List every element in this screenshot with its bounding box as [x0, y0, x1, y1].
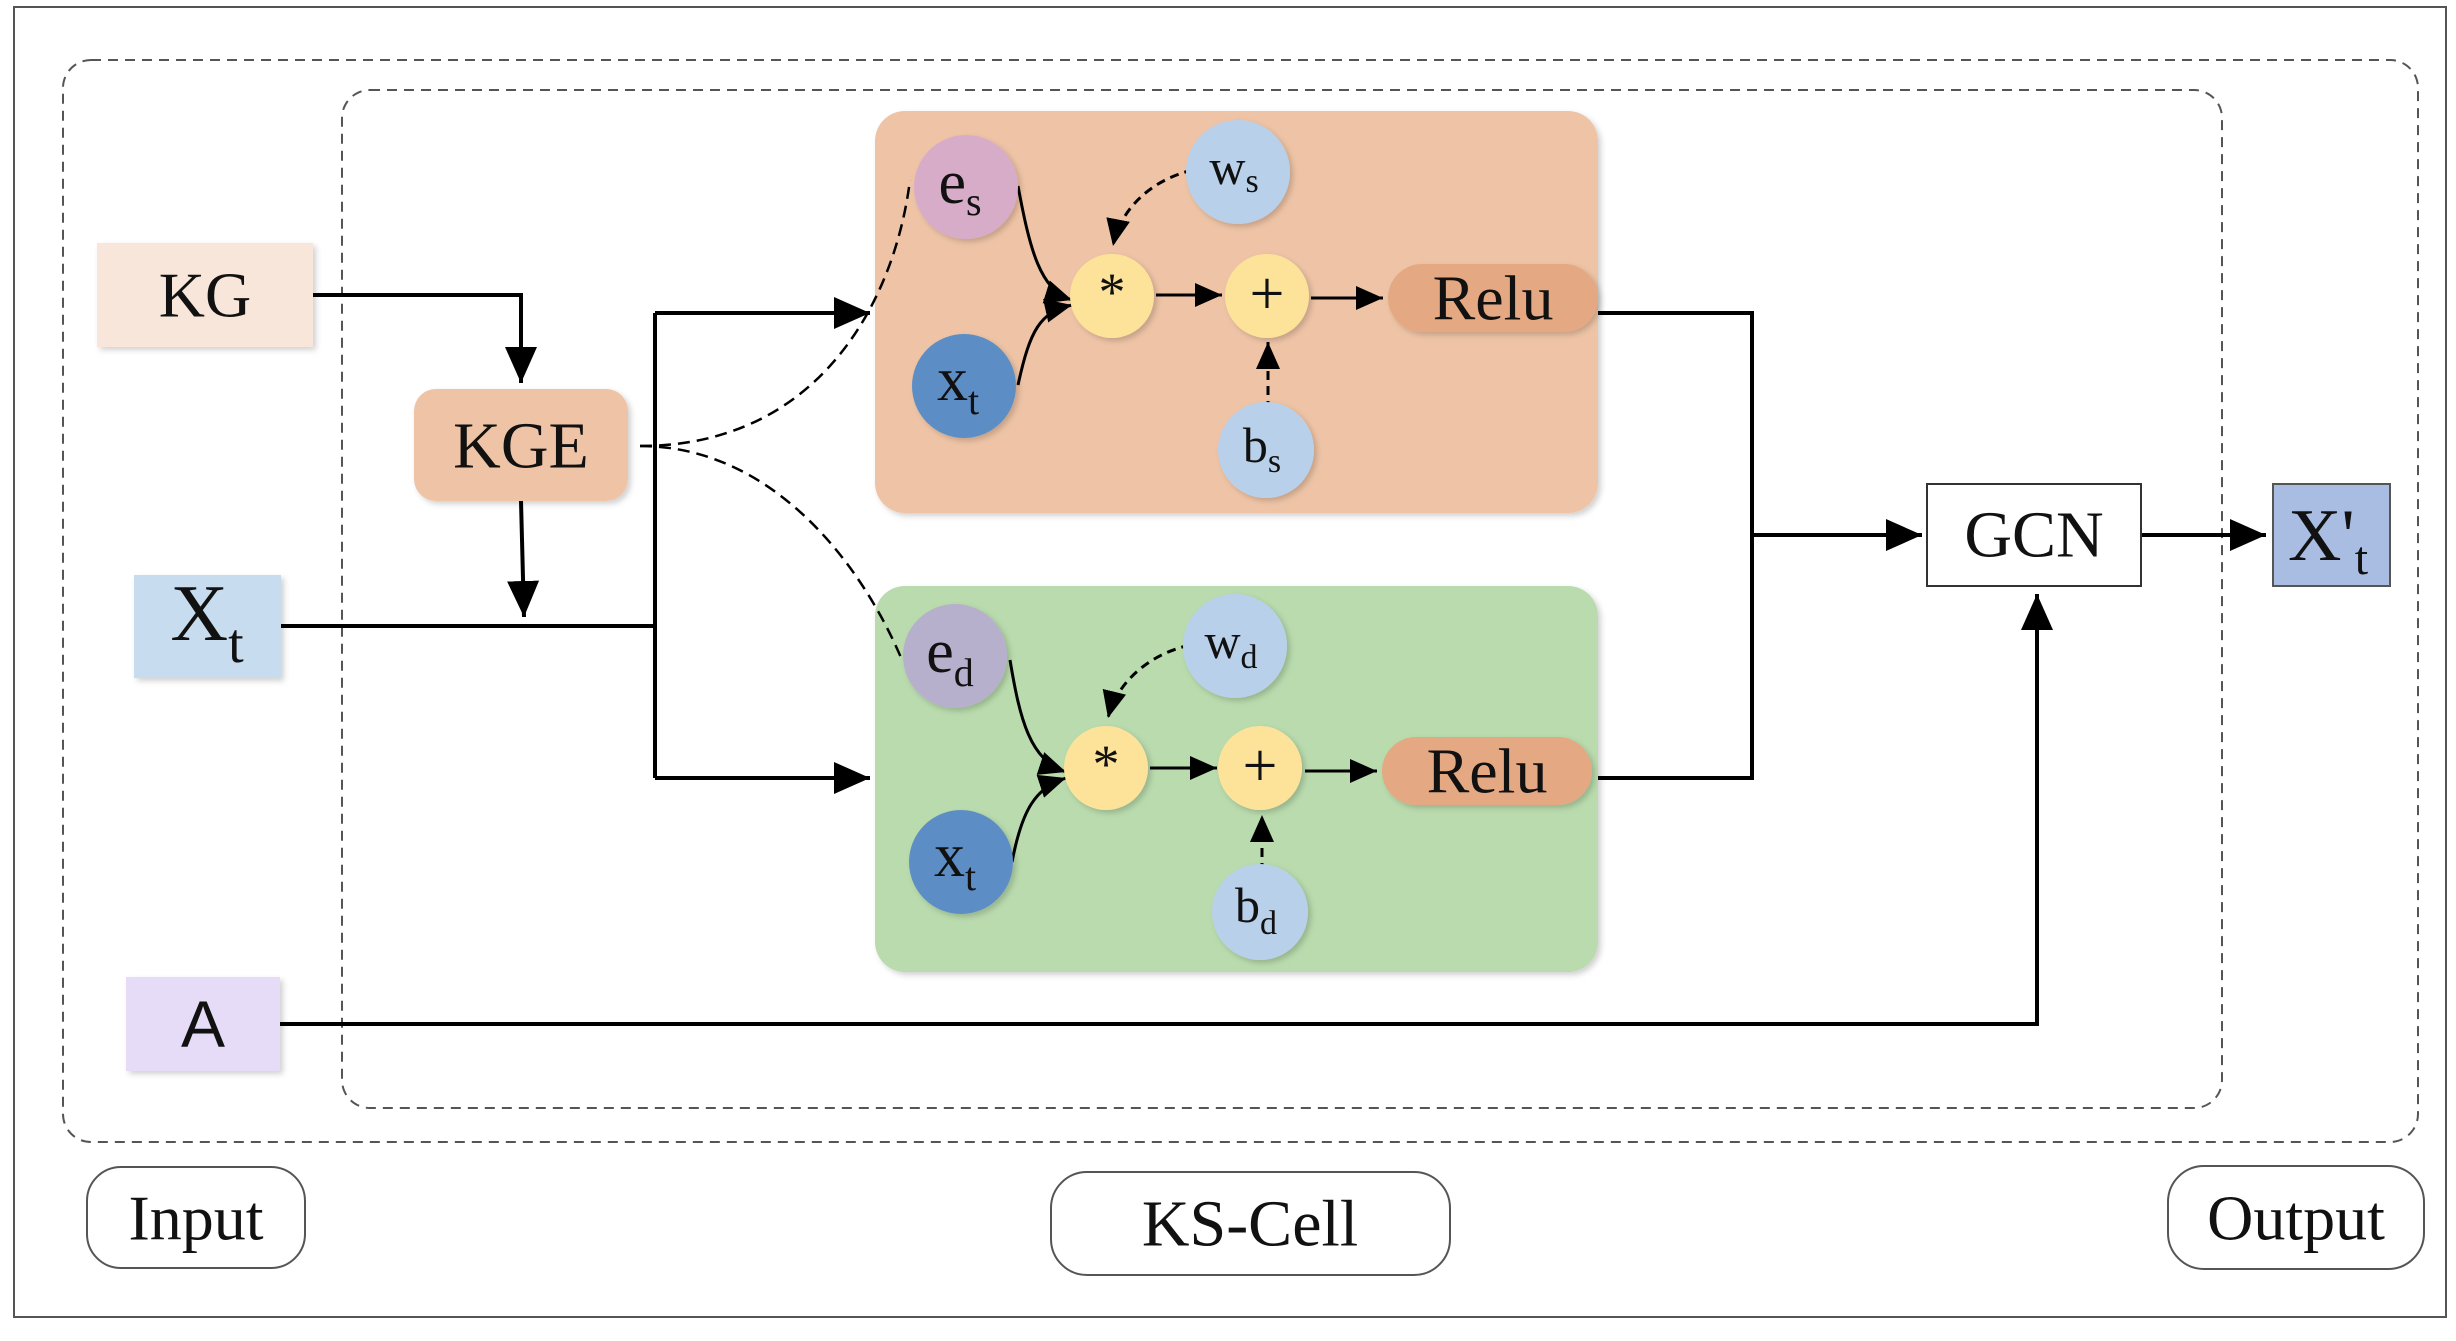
static-e-node — [914, 135, 1018, 239]
static-x-label: xt — [937, 346, 979, 423]
dynamic-add-node — [1218, 726, 1302, 810]
kg-label: KG — [159, 260, 251, 331]
gcn-label: GCN — [1964, 499, 2103, 572]
kge-label: KGE — [453, 410, 589, 483]
output-section-label: Output — [2207, 1183, 2385, 1254]
output-main: X' — [2288, 495, 2355, 577]
dynamic-add-label: + — [1243, 732, 1278, 800]
static-x-node — [912, 334, 1016, 438]
output-subscript: t — [2355, 532, 2369, 585]
dynamic-mul-label: * — [1093, 734, 1120, 794]
a-box — [126, 977, 280, 1071]
kge-to-ed-dashed — [639, 444, 904, 661]
dynamic-x-label: xt — [934, 822, 976, 899]
dynamic-block: ed xt wd * + bd Relu — [903, 594, 1592, 960]
static-relu-box — [1388, 264, 1598, 332]
static-e-label: es — [938, 149, 981, 224]
input-section-box — [86, 1166, 306, 1269]
static-w-node — [1186, 120, 1290, 224]
input-section-label: Input — [128, 1183, 263, 1254]
kg-to-kge-arrow — [313, 293, 537, 383]
static-add-node — [1225, 254, 1309, 338]
static-add-label: + — [1250, 260, 1285, 328]
ks-cell-section-box — [1050, 1171, 1451, 1276]
a-label: A — [181, 987, 225, 1061]
output-label: X't — [2288, 495, 2369, 585]
dynamic-x-node — [909, 810, 1013, 914]
xt-box — [134, 575, 281, 678]
static-e-to-mul-arrow — [1016, 185, 1073, 304]
static-relu-out-line — [1598, 311, 1754, 780]
static-mul-label: * — [1099, 262, 1126, 322]
dynamic-e-node — [903, 604, 1007, 708]
dynamic-w-to-mul-dashed — [1102, 643, 1191, 719]
a-to-gcn-arrow — [280, 594, 2053, 1026]
dynamic-w-label: wd — [1204, 613, 1257, 676]
outer-frame — [13, 6, 2447, 1318]
xt-main: X — [170, 570, 228, 658]
kge-box — [414, 389, 628, 501]
gcn-box — [1926, 483, 2142, 587]
dynamic-b-label: bd — [1235, 877, 1277, 942]
static-relu-label: Relu — [1433, 263, 1554, 334]
kg-box — [97, 243, 313, 347]
static-x-to-mul-arrow — [1016, 299, 1073, 386]
kge-to-es-dashed — [639, 179, 912, 448]
dynamic-b-node — [1212, 864, 1308, 960]
xt-label: Xt — [170, 570, 244, 675]
dynamic-relu-box — [1382, 737, 1592, 805]
static-b-label: bs — [1243, 417, 1281, 480]
dynamic-relu-label: Relu — [1427, 736, 1548, 807]
static-w-label: ws — [1209, 139, 1258, 200]
static-mul-node — [1070, 254, 1154, 338]
output-section-box — [2167, 1165, 2425, 1270]
ks-cell-section-label: KS-Cell — [1142, 1188, 1358, 1261]
kge-to-xt-arrow — [507, 500, 540, 618]
model-dashed-border — [62, 59, 2419, 1143]
dynamic-e-to-mul-arrow — [1008, 659, 1067, 775]
static-w-to-mul-dashed — [1106, 168, 1194, 247]
dynamic-x-to-mul-arrow — [1010, 774, 1067, 863]
xt-subscript: t — [228, 613, 244, 675]
dynamic-mul-node — [1064, 726, 1148, 810]
static-b-node — [1218, 402, 1314, 498]
static-block: es xt ws * + bs Relu — [912, 120, 1598, 498]
ks-cell-dashed-border — [341, 89, 2223, 1109]
output-box — [2272, 483, 2391, 587]
dynamic-e-label: ed — [926, 618, 974, 695]
dynamic-w-node — [1183, 594, 1287, 698]
